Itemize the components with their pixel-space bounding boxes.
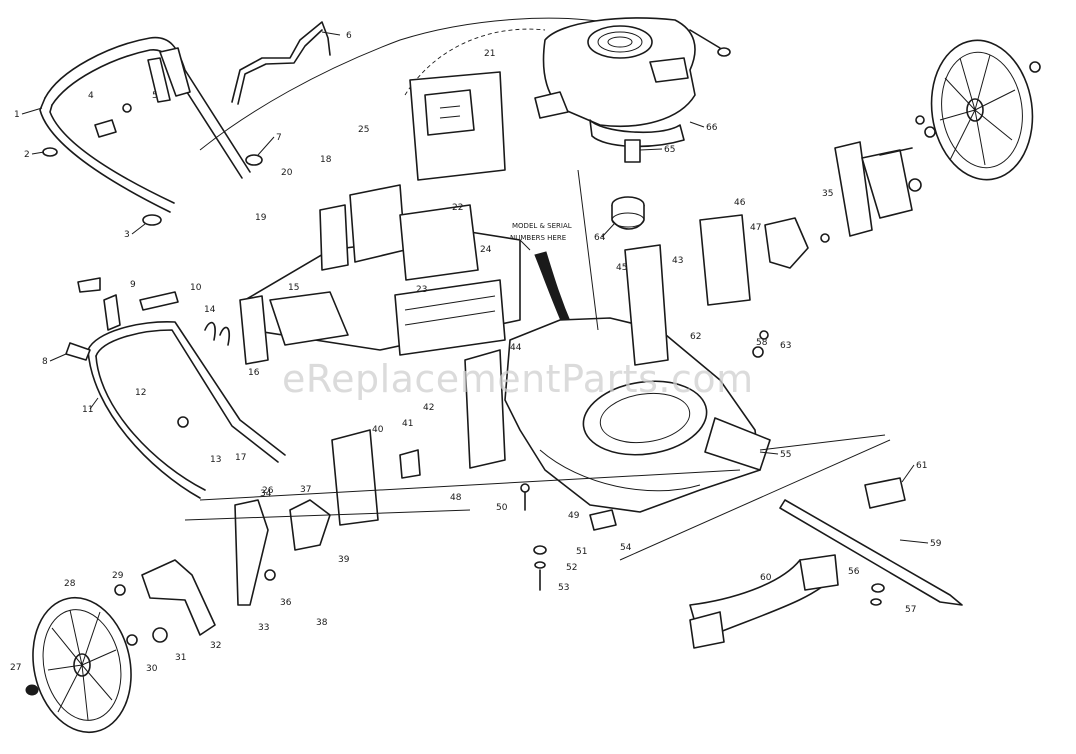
callout-4: 4 [88, 91, 94, 101]
assembly-lines [184, 169, 891, 561]
callout-17: 17 [235, 453, 246, 463]
callout-40: 40 [372, 425, 384, 435]
callout-34: 34 [260, 489, 272, 499]
deck-side-plates [331, 214, 751, 526]
callout-28: 28 [64, 579, 76, 589]
callout-54: 54 [620, 543, 632, 553]
right-height-adjuster [764, 115, 936, 269]
callout-29: 29 [112, 571, 124, 581]
mower-deck [504, 317, 771, 531]
discharge-chute [409, 71, 506, 181]
callout-19: 19 [255, 213, 267, 223]
callout-58: 58 [756, 338, 768, 348]
watermark: eReplacementParts.com [282, 357, 754, 401]
callout-42: 42 [423, 403, 434, 413]
callout-32: 32 [210, 641, 221, 651]
callout-39: 39 [338, 555, 350, 565]
callout-55: 55 [780, 450, 791, 460]
callout-37: 37 [300, 485, 311, 495]
callout-26: 26 [262, 486, 274, 496]
callout-23: 23 [416, 285, 427, 295]
model-note-line1: MODEL & SERIAL [512, 222, 572, 230]
center-bolts [520, 330, 769, 591]
callout-1: 1 [14, 110, 20, 120]
handle-knob-hardware [42, 103, 263, 226]
callout-62: 62 [690, 332, 701, 342]
callout-12: 12 [135, 388, 146, 398]
left-height-adjuster [114, 499, 331, 646]
callout-53: 53 [558, 583, 569, 593]
callout-18: 18 [320, 155, 332, 165]
callout-13: 13 [210, 455, 221, 465]
callout-60: 60 [760, 573, 772, 583]
engine [534, 17, 731, 163]
callout-61: 61 [916, 461, 927, 471]
callout-35: 35 [822, 189, 833, 199]
callout-59: 59 [930, 539, 942, 549]
blade [779, 477, 963, 606]
callout-33: 33 [258, 623, 269, 633]
callout-24: 24 [480, 245, 492, 255]
callout-36: 36 [280, 598, 292, 608]
callout-8: 8 [42, 357, 48, 367]
callout-46: 46 [734, 198, 746, 208]
control-bar [231, 21, 331, 105]
callout-16: 16 [248, 368, 260, 378]
callout-57: 57 [905, 605, 916, 615]
callout-41: 41 [402, 419, 413, 429]
callout-48: 48 [450, 493, 462, 503]
callout-66: 66 [706, 123, 718, 133]
callout-50: 50 [496, 503, 508, 513]
callout-52: 52 [566, 563, 577, 573]
callout-11: 11 [82, 405, 93, 415]
callout-43: 43 [672, 256, 683, 266]
leader-lines [21, 31, 929, 544]
callout-47: 47 [750, 223, 761, 233]
callout-15: 15 [288, 283, 299, 293]
callout-31: 31 [175, 653, 186, 663]
callout-14: 14 [204, 305, 216, 315]
model-note-line2: NUMBERS HERE [510, 234, 566, 242]
callout-51: 51 [576, 547, 587, 557]
callout-64: 64 [594, 233, 606, 243]
right-wheel [930, 39, 1041, 181]
mulch-plate [689, 554, 839, 649]
callout-45: 45 [616, 263, 627, 273]
callout-20: 20 [281, 168, 293, 178]
callouts: 1 2 3 4 5 6 7 8 9 10 11 12 13 14 15 16 1… [10, 31, 942, 674]
callout-2: 2 [24, 150, 30, 160]
callout-49: 49 [568, 511, 580, 521]
callout-9: 9 [130, 280, 136, 290]
callout-38: 38 [316, 618, 328, 628]
callout-22: 22 [452, 203, 463, 213]
left-fasteners [77, 277, 230, 428]
callout-30: 30 [146, 664, 158, 674]
rear-baffle [239, 184, 521, 365]
callout-3: 3 [124, 230, 130, 240]
callout-27: 27 [10, 663, 21, 673]
callout-63: 63 [780, 341, 791, 351]
upper-handle [39, 36, 251, 213]
callout-65: 65 [664, 145, 675, 155]
callout-7: 7 [276, 133, 282, 143]
callout-10: 10 [190, 283, 202, 293]
blade-adapter [611, 196, 645, 230]
lower-handle [65, 291, 286, 499]
control-cable [199, 17, 621, 151]
engine-boundary-line [404, 28, 546, 96]
callout-6: 6 [346, 31, 352, 41]
callout-25: 25 [358, 125, 369, 135]
callout-44: 44 [510, 343, 522, 353]
callout-5: 5 [152, 91, 158, 101]
callout-56: 56 [848, 567, 860, 577]
callout-21: 21 [484, 49, 495, 59]
left-wheel [25, 596, 132, 734]
